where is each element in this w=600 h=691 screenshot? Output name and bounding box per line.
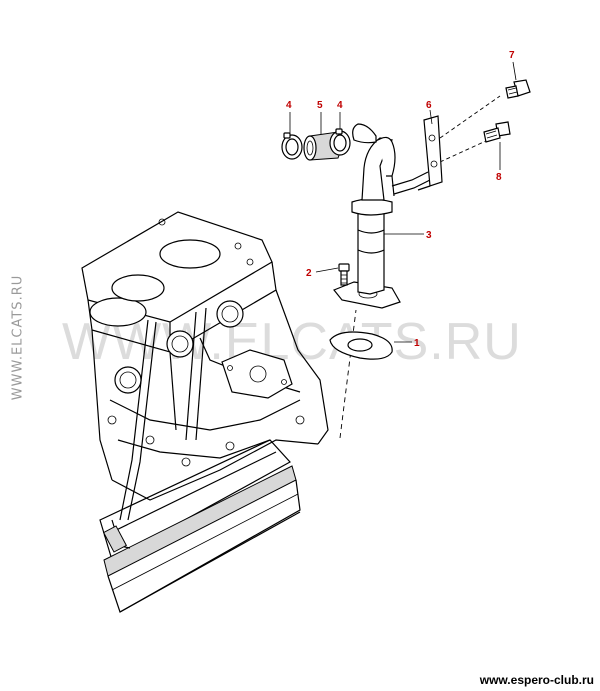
part-oil-pickup-tube [333, 123, 431, 309]
callout-3: 3 [426, 230, 432, 241]
watermark-center: WWW.ELCATS.RU [62, 313, 522, 371]
callout-7: 7 [509, 50, 515, 61]
oil-pan [99, 439, 301, 613]
assembly-reference-line [339, 309, 357, 439]
callout-6: 6 [426, 100, 432, 111]
bolt-reference-line [439, 139, 489, 163]
part-bolt-7 [505, 79, 531, 99]
part-hose-clamp-right [329, 128, 351, 156]
callout-5: 5 [317, 100, 323, 111]
callout-4-left: 4 [286, 100, 292, 111]
part-bracket [417, 115, 443, 191]
part-bolt-8 [483, 121, 511, 143]
callout-2: 2 [306, 268, 312, 279]
engine-block [81, 211, 329, 521]
part-hose-clamp-left [281, 132, 303, 160]
leader-lines [289, 61, 517, 343]
callouts: 1 2 3 4 5 4 6 7 8 [286, 50, 515, 349]
callout-4-right: 4 [337, 100, 343, 111]
part-bolt-flange [338, 263, 350, 286]
callout-8: 8 [496, 172, 502, 183]
part-gasket [329, 331, 393, 360]
callout-1: 1 [414, 338, 420, 349]
footer-url: www.espero-club.ru [479, 673, 594, 687]
bracket-reference-line [439, 95, 501, 139]
